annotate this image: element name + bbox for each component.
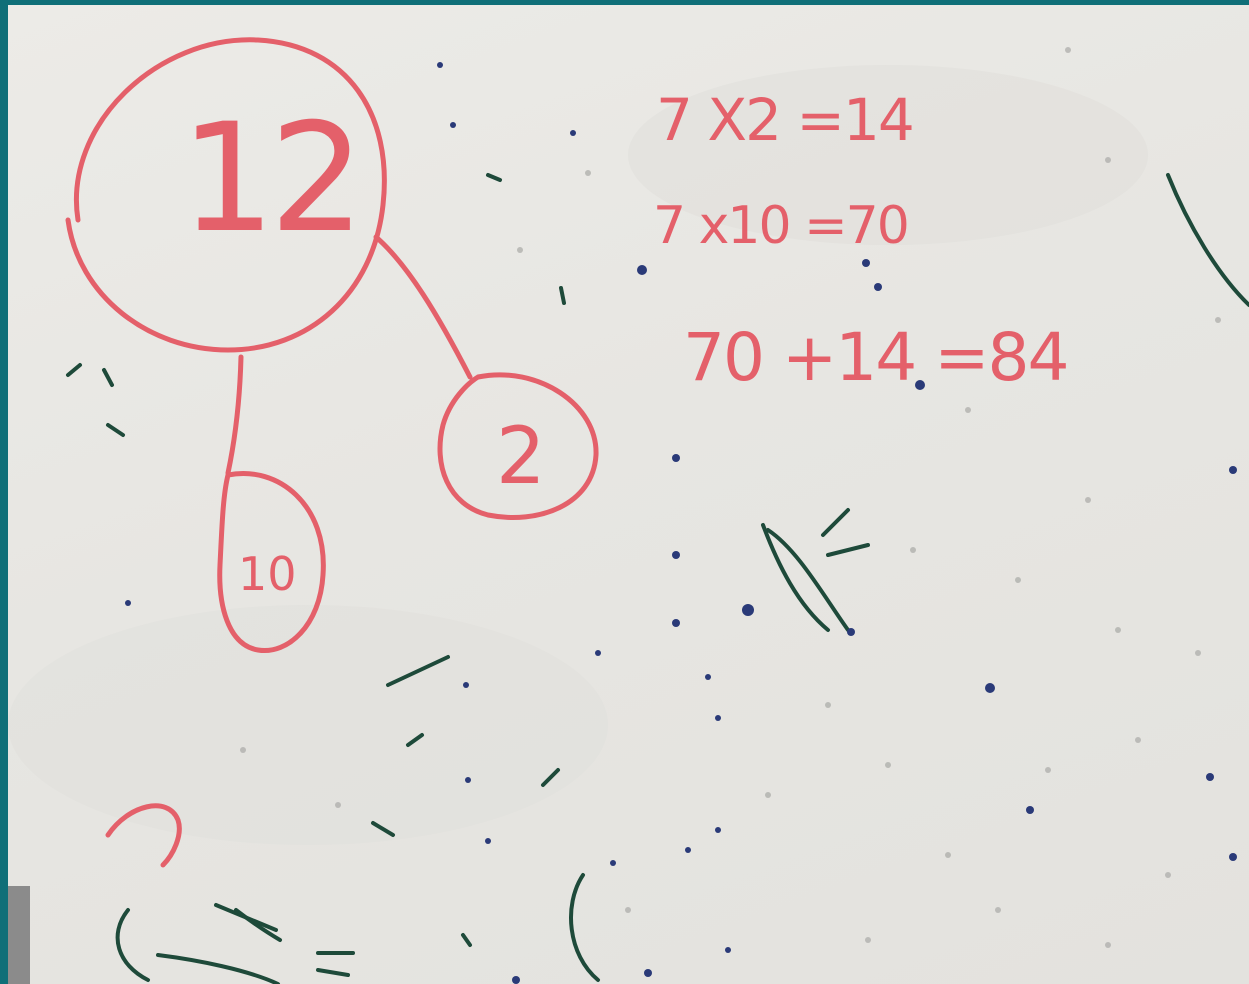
partial-arc	[105, 803, 182, 868]
marker-dots	[125, 62, 1237, 984]
part-left-circle	[217, 471, 326, 654]
part-left-number: 10	[238, 547, 297, 601]
equation-line-1: 7 X2 =14	[656, 86, 913, 154]
whiteboard: 12 2 10 7 X2 =14 7 x10 =70 70 +14 =84	[8, 5, 1249, 984]
equation-line-3: 70 +14 =84	[683, 319, 1068, 396]
whole-circle	[65, 37, 387, 353]
equation-line-2: 7 x10 =70	[653, 196, 908, 256]
whole-number: 12	[180, 92, 359, 266]
bond-line-left	[225, 354, 244, 476]
faint-specks	[240, 47, 1221, 948]
bond-line-right	[373, 234, 473, 380]
part-right-number: 2	[496, 412, 546, 502]
part-right-circle	[437, 372, 599, 520]
smudge	[8, 605, 608, 845]
number-bond	[65, 37, 599, 868]
green-marker-strokes	[66, 173, 1249, 984]
whiteboard-drawing: 12 2 10 7 X2 =14 7 x10 =70 70 +14 =84	[8, 37, 1249, 984]
smudge	[628, 65, 1148, 245]
frame-edge-tab	[8, 886, 30, 984]
